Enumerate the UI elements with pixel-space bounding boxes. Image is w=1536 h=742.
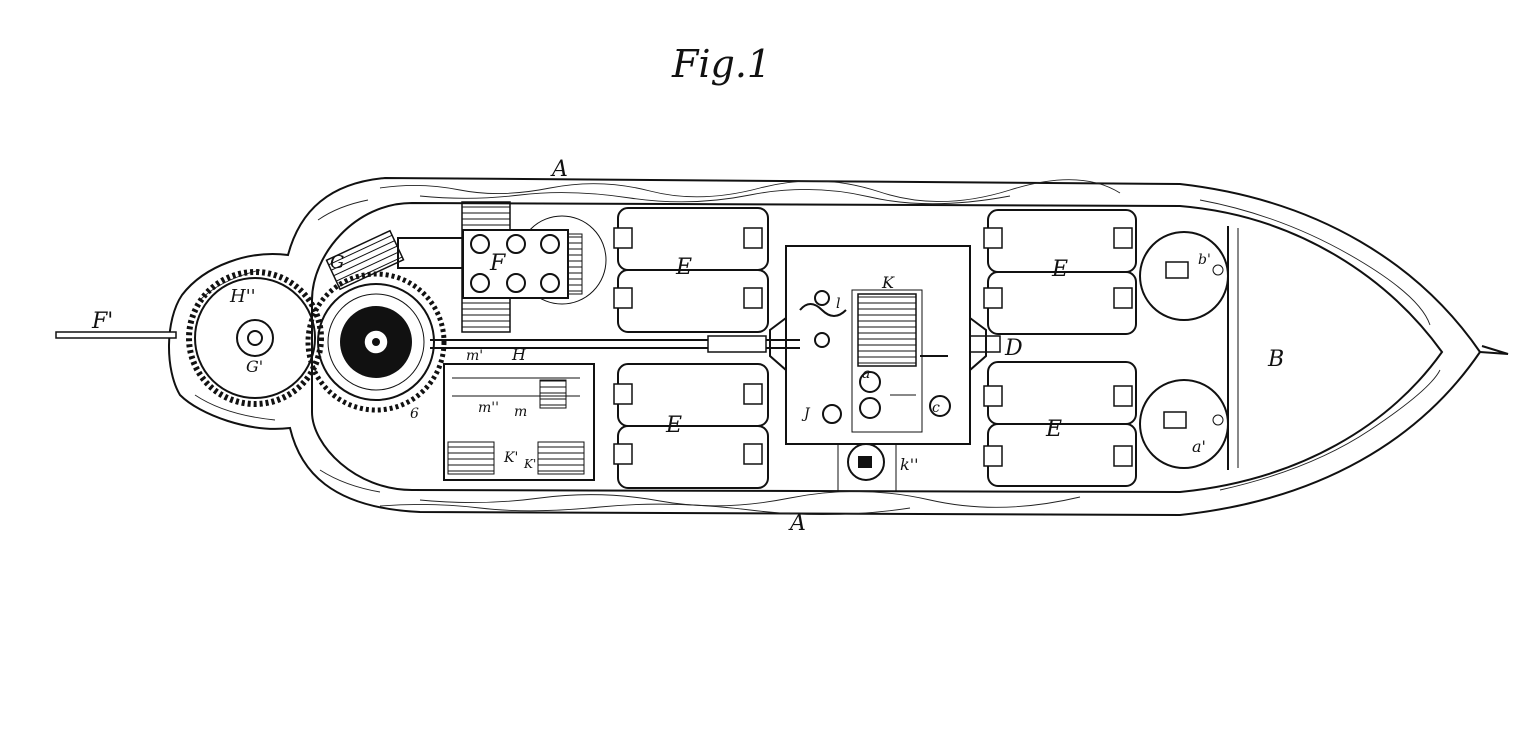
label-shaft-end: D [1004, 336, 1023, 361]
label-coil-k2: K'' [523, 457, 540, 471]
rudder-rod [56, 332, 176, 338]
battery-box-lower-left [618, 364, 768, 488]
label-gear-hub: G' [246, 357, 263, 376]
label-hull-top: A [550, 157, 568, 182]
label-lamp-b: b' [1198, 252, 1211, 268]
commutator-dial [308, 274, 444, 410]
label-bow: B [1267, 347, 1284, 372]
label-battery-lower-right: E [1045, 417, 1062, 442]
label-dial-6: 6 [410, 406, 419, 422]
battery-box-upper-left [618, 208, 768, 332]
label-battery-upper-left: E [675, 255, 692, 280]
label-coil-k1: K' [503, 450, 518, 466]
label-relay-m: m [514, 404, 527, 420]
label-worm: G [330, 252, 344, 273]
label-magnet-a: a [862, 366, 870, 382]
label-relay-m2: m'' [478, 400, 499, 416]
switch-box [770, 246, 986, 444]
label-lever-l: l [836, 296, 840, 312]
label-commutator: H [511, 345, 527, 364]
label-battery-lower-left: E [665, 413, 682, 438]
label-lamp-a: a' [1192, 437, 1206, 456]
label-battery-upper-right: E [1051, 257, 1068, 282]
label-bottom-cell: k'' [900, 455, 919, 474]
label-hull-bottom: A [788, 511, 806, 536]
label-relay-m1: m' [466, 348, 483, 364]
bottom-cell [838, 444, 896, 492]
bow-compartment [1140, 226, 1508, 470]
motor [462, 202, 606, 332]
relay-box [444, 364, 594, 480]
label-contact-c: c [932, 400, 940, 416]
label-motor: F [489, 251, 506, 276]
worm-gear [327, 231, 468, 290]
label-gear: H'' [229, 286, 256, 307]
label-switch-box: K [881, 273, 895, 292]
label-rudder-rod: F' [91, 309, 113, 334]
label-coil-j: J [801, 406, 811, 422]
